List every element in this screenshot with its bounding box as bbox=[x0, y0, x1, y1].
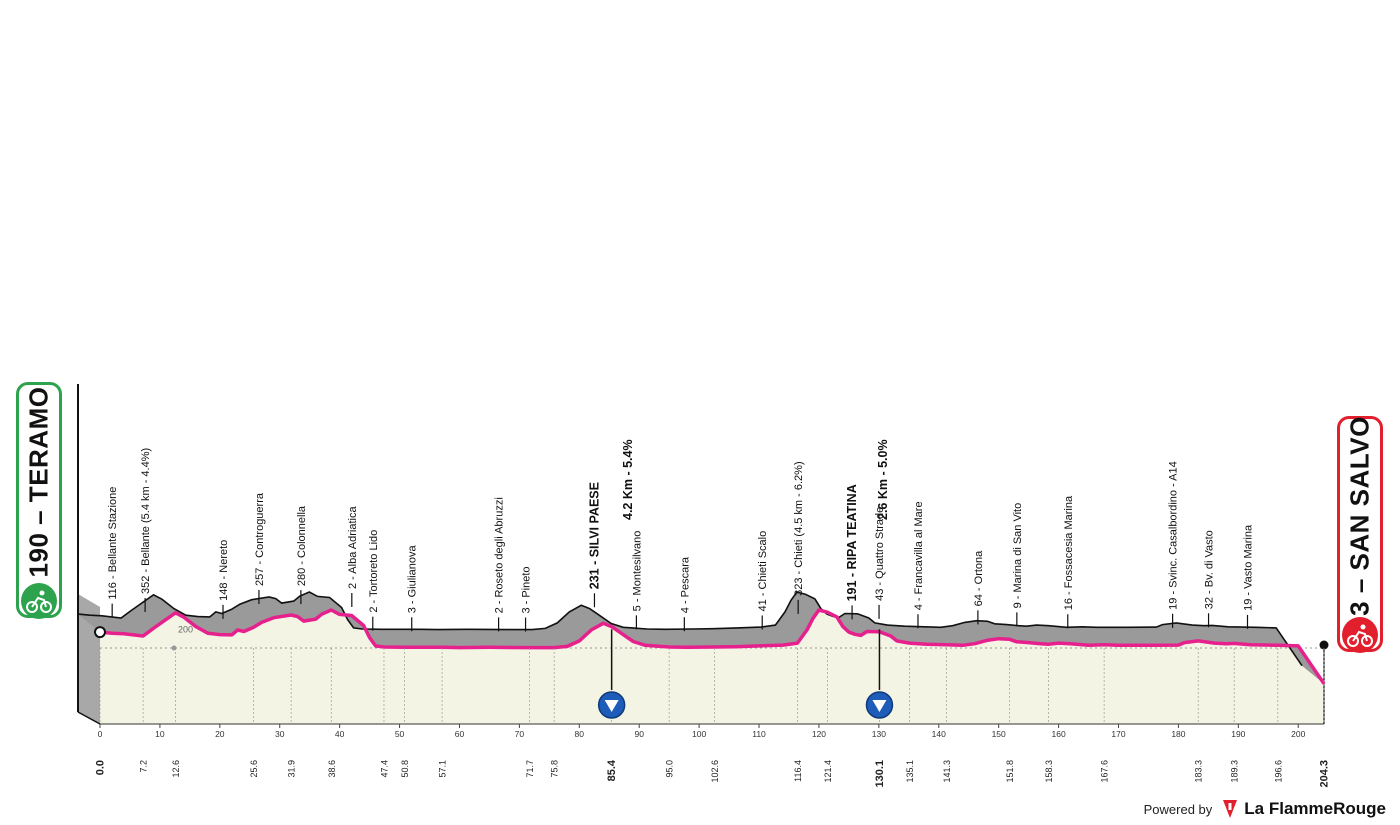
x-tick-label: 60 bbox=[455, 729, 465, 739]
x-tick-label: 160 bbox=[1051, 729, 1065, 739]
x-tick-label: 30 bbox=[275, 729, 285, 739]
waypoint-label: 257 - Controguerra bbox=[254, 492, 266, 586]
km-mark-label: 47.4 bbox=[379, 760, 389, 778]
start-town-box: 190 – TERAMO bbox=[16, 382, 62, 619]
km-mark-label: 7.2 bbox=[139, 760, 149, 773]
powered-by-footer: Powered by La FlammeRouge bbox=[1144, 799, 1386, 819]
waypoint-label: 2 - Tortoreto Lido bbox=[368, 530, 380, 613]
waypoint-label: 3 - Pineto bbox=[521, 566, 533, 613]
km-mark-label: 167.6 bbox=[1100, 760, 1110, 783]
profile-back-edge bbox=[77, 591, 1303, 667]
waypoint-label: 64 - Ortona bbox=[973, 550, 985, 607]
waypoint-label: 3 - Giulianova bbox=[407, 545, 419, 614]
block-base-edge bbox=[77, 711, 101, 725]
elevation-tick-200: 200 bbox=[178, 624, 193, 634]
x-tick-label: 50 bbox=[395, 729, 405, 739]
waypoint-label: 280 - Colonnella bbox=[296, 505, 308, 586]
climb-detail-label: 2.6 Km - 5.0% bbox=[876, 439, 890, 520]
waypoint-label: 323 - Chieti (4.5 km - 6.2%) bbox=[793, 461, 805, 596]
km-mark-label: 95.0 bbox=[665, 760, 675, 778]
powered-by-text: Powered by bbox=[1143, 801, 1213, 817]
x-tick-label: 140 bbox=[932, 729, 946, 739]
finish-dot bbox=[1319, 640, 1329, 650]
km-mark-label: 141.3 bbox=[942, 760, 952, 783]
km-mark-label: 0.0 bbox=[95, 760, 107, 775]
x-tick-label: 150 bbox=[992, 729, 1006, 739]
waypoint-label: 116 - Bellante Stazione bbox=[107, 487, 119, 600]
waypoint-label: 43 - Quattro Strade bbox=[874, 507, 886, 601]
km-mark-label: 12.6 bbox=[171, 760, 181, 778]
climb-detail-label: 4.2 Km - 5.4% bbox=[621, 439, 635, 520]
waypoint-label: 231 - SILVI PAESE bbox=[587, 482, 601, 589]
block-side-face bbox=[78, 594, 100, 724]
km-mark-label: 121.4 bbox=[823, 760, 833, 783]
waypoint-label: 9 - Marina di San Vito bbox=[1012, 503, 1024, 609]
km-mark-label: 38.6 bbox=[327, 760, 337, 778]
start-town-label: 190 – TERAMO bbox=[23, 386, 54, 578]
brand-name: La FlammeRouge bbox=[1244, 799, 1386, 818]
x-tick-label: 0 bbox=[98, 729, 103, 739]
ground-plate bbox=[100, 610, 1324, 724]
km-mark-label: 135.1 bbox=[905, 760, 915, 783]
waypoint-label: 41 - Chieti Scalo bbox=[757, 531, 769, 612]
km-mark-label: 183.3 bbox=[1194, 760, 1204, 783]
km-mark-label: 50.8 bbox=[400, 760, 410, 778]
x-tick-label: 70 bbox=[515, 729, 525, 739]
km-mark-label: 71.7 bbox=[525, 760, 535, 778]
profile-grey-band bbox=[78, 592, 1324, 684]
km-mark-label: 102.6 bbox=[710, 760, 720, 783]
finish-town-label: 3 – SAN SALVO bbox=[1344, 415, 1375, 616]
km-mark-label: 85.4 bbox=[606, 759, 618, 781]
x-tick-label: 190 bbox=[1231, 729, 1245, 739]
finish-town-box: 3 – SAN SALVO bbox=[1337, 415, 1383, 653]
waypoint-label: 2 - Roseto degli Abruzzi bbox=[494, 497, 506, 613]
route-profile-line bbox=[99, 608, 1326, 685]
km-mark-label: 57.1 bbox=[438, 760, 448, 778]
x-tick-label: 90 bbox=[634, 729, 644, 739]
waypoint-label: 148 - Nereto bbox=[218, 540, 230, 601]
start-dot bbox=[94, 626, 106, 639]
sprint-arrow-icon bbox=[872, 700, 887, 712]
x-tick-label: 40 bbox=[335, 729, 345, 739]
sprint-arrow-icon bbox=[604, 700, 619, 712]
x-tick-label: 180 bbox=[1171, 729, 1185, 739]
x-tick-label: 130 bbox=[872, 729, 886, 739]
km-mark-label: 189.3 bbox=[1230, 760, 1240, 783]
x-tick-label: 110 bbox=[752, 729, 766, 739]
x-tick-label: 20 bbox=[215, 729, 225, 739]
km-mark-label: 151.8 bbox=[1005, 760, 1015, 783]
waypoint-label: 5 - Montesilvano bbox=[631, 531, 643, 612]
km-mark-label: 116.4 bbox=[793, 760, 803, 782]
x-tick-label: 120 bbox=[812, 729, 826, 739]
waypoint-label: 2 - Alba Adriatica bbox=[347, 506, 359, 589]
km-mark-label: 130.1 bbox=[874, 760, 886, 788]
km-mark-label: 75.8 bbox=[550, 760, 560, 778]
km-mark-label: 25.6 bbox=[249, 760, 259, 778]
waypoint-label: 19 - Svinc. Casalbordino - A14 bbox=[1168, 461, 1180, 610]
start-cyclist-icon bbox=[21, 583, 57, 619]
x-tick-label: 200 bbox=[1291, 729, 1305, 739]
finish-cyclist-icon bbox=[1342, 617, 1378, 653]
waypoint-label: 32 - Bv. di Vasto bbox=[1204, 530, 1216, 609]
km-mark-label: 204.3 bbox=[1319, 760, 1331, 788]
x-tick-label: 100 bbox=[692, 729, 706, 739]
waypoint-label: 191 - RIPA TEATINA bbox=[845, 484, 859, 601]
waypoint-label: 16 - Fossacesia Marina bbox=[1063, 495, 1075, 610]
x-tick-label: 170 bbox=[1111, 729, 1125, 739]
waypoint-label: 352 - Bellante (5.4 km - 4.4%) bbox=[140, 448, 152, 594]
km-mark-label: 196.6 bbox=[1273, 760, 1283, 783]
waypoint-label: 19 - Vasto Marina bbox=[1242, 524, 1254, 611]
km-mark-label: 158.3 bbox=[1044, 760, 1054, 783]
waypoint-label: 4 - Pescara bbox=[679, 556, 691, 613]
flamme-rouge-logo-icon bbox=[1223, 800, 1238, 818]
waypoint-label: 4 - Francavilla al Mare bbox=[913, 501, 925, 610]
x-tick-label: 80 bbox=[575, 729, 585, 739]
km-mark-label: 31.9 bbox=[287, 760, 297, 778]
x-tick-label: 10 bbox=[155, 729, 165, 739]
